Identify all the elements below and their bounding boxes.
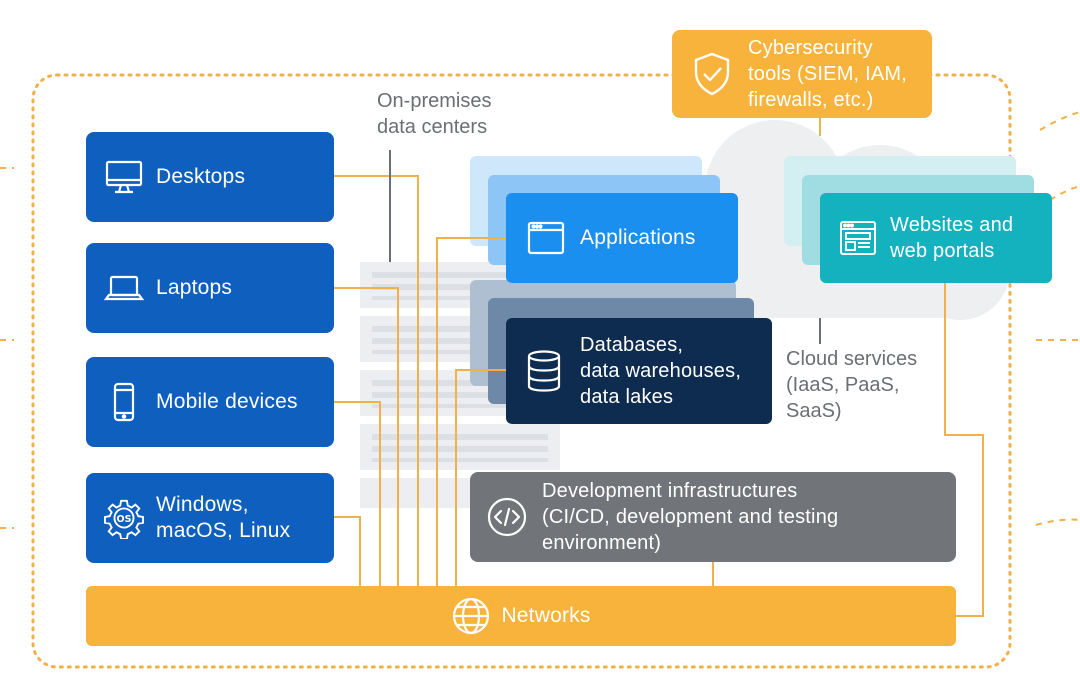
os-gear-icon: OS [104, 498, 144, 539]
cloud-services-label-line-1: Cloud services [786, 348, 918, 370]
development-infrastructures-label: Development infrastructures (CI/CD, deve… [542, 480, 839, 554]
development-infrastructures-box: Development infrastructures (CI/CD, deve… [470, 472, 956, 562]
smartphone-icon [104, 382, 144, 422]
desktops-label: Desktops [156, 165, 246, 188]
applications-box: Applications [506, 193, 738, 283]
websites-box: Websites and web portals [820, 193, 1052, 283]
mobile-devices-label: Mobile devices [156, 390, 298, 413]
mobile-devices-box: Mobile devices [86, 357, 334, 447]
outside-dash-marks [0, 111, 1080, 529]
networks-bar: Networks [86, 586, 956, 646]
operating-systems-box: OS Windows, macOS, Linux [86, 473, 334, 563]
cloud-services-label-line-3: SaaS) [786, 400, 842, 422]
laptop-icon [104, 268, 144, 308]
applications-label: Applications [580, 226, 696, 249]
monitor-icon [104, 157, 144, 197]
laptops-box: Laptops [86, 243, 334, 333]
code-icon [486, 496, 528, 538]
cybersecurity-tools-label: Cybersecurity tools (SIEM, IAM, firewall… [748, 37, 907, 111]
on-premises-label-line-1: On-premises [377, 90, 492, 112]
cybersecurity-tools-box: Cybersecurity tools (SIEM, IAM, firewall… [672, 30, 932, 118]
desktops-box: Desktops [86, 132, 334, 222]
databases-label: Databases, data warehouses, data lakes [580, 334, 742, 408]
web-portal-icon [838, 218, 878, 258]
laptops-label: Laptops [156, 276, 233, 299]
databases-box: Databases, data warehouses, data lakes [506, 318, 772, 424]
label-leader-lines [389, 150, 821, 344]
on-premises-label-line-2: data centers [377, 116, 488, 138]
cloud-services-label: Cloud services (IaaS, PaaS, SaaS) [786, 346, 917, 424]
operating-systems-label: Windows, macOS, Linux [156, 493, 291, 542]
database-icon [526, 349, 562, 393]
websites-label: Websites and web portals [890, 214, 1014, 262]
networks-label: Networks [501, 604, 591, 627]
shield-check-icon [692, 51, 732, 97]
on-premises-label: On-premises data centers [377, 88, 491, 140]
cloud-services-label-line-2: (IaaS, PaaS, [786, 374, 900, 396]
connector-lines [334, 118, 984, 617]
globe-icon [451, 596, 491, 636]
it-environment-boundary [31, 73, 1012, 669]
app-window-icon [526, 218, 566, 258]
svg-text:OS: OS [117, 514, 132, 525]
